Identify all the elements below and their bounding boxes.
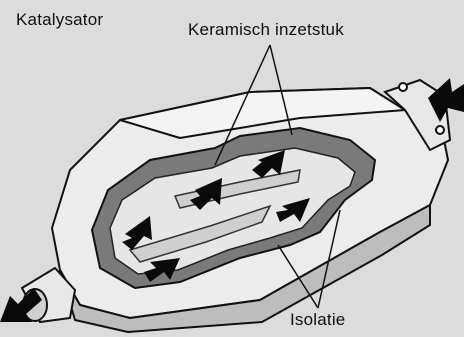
diagram-title: Katalysator: [16, 10, 103, 30]
insulation-label: Isolatie: [290, 310, 345, 330]
ceramic-insert-label: Keramisch inzetstuk: [188, 20, 344, 40]
